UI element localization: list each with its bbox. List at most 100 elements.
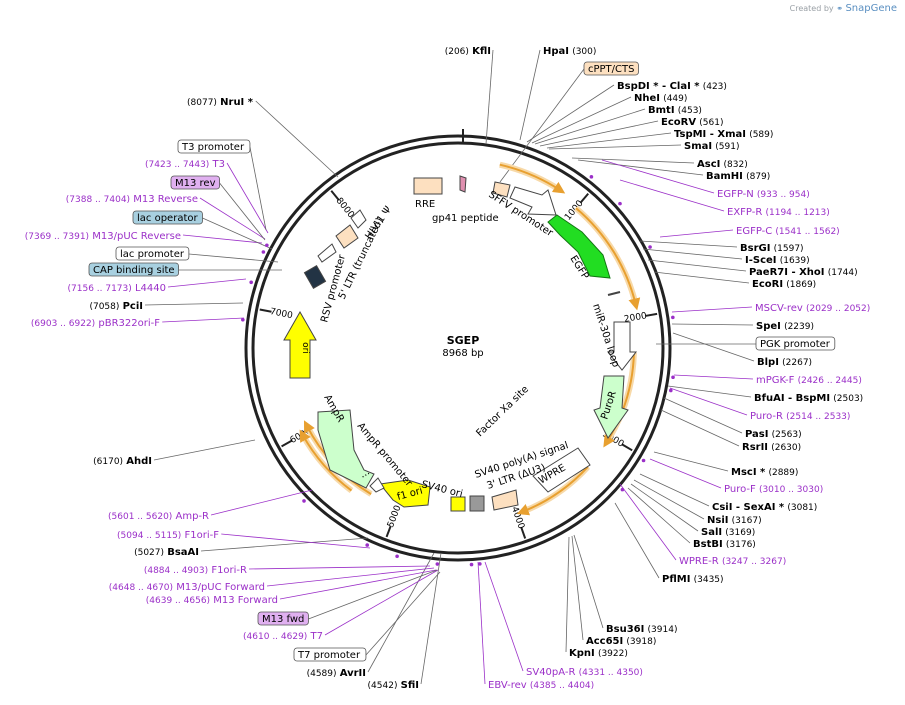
feature-box-cap-binding-site[interactable]: CAP binding site bbox=[88, 262, 179, 277]
site-sali[interactable]: SalI (3169) bbox=[701, 527, 755, 538]
site-ecorv[interactable]: EcoRV (561) bbox=[661, 117, 723, 128]
feature-label-ori: ori bbox=[300, 342, 310, 354]
primer-f1ori-r[interactable]: (4884 .. 4903) F1ori-R bbox=[144, 565, 247, 576]
primer-amp-r[interactable]: (5601 .. 5620) Amp-R bbox=[108, 511, 209, 522]
site-smai[interactable]: SmaI (591) bbox=[684, 141, 739, 152]
site-ecori[interactable]: EcoRI (1869) bbox=[752, 279, 816, 290]
feature-box-m13-rev[interactable]: M13 rev bbox=[170, 175, 220, 190]
site-tspmi-xmai[interactable]: TspMI - XmaI (589) bbox=[674, 129, 773, 140]
site-label-ecori: EcoRI (1869) bbox=[752, 279, 816, 290]
site-i-scei[interactable]: I-SceI (1639) bbox=[745, 255, 810, 266]
site-acc65i[interactable]: Acc65I (3918) bbox=[586, 636, 656, 647]
site-hpai[interactable]: HpaI (300) bbox=[543, 46, 596, 57]
feature-box-pgk-promoter[interactable]: PGK promoter bbox=[755, 336, 836, 351]
primer-wpre-r[interactable]: WPRE-R (3247 .. 3267) bbox=[679, 556, 786, 567]
feature-box-label: M13 rev bbox=[175, 178, 216, 189]
primer-mscv-rev[interactable]: MSCV-rev (2029 .. 2052) bbox=[755, 303, 870, 314]
site-nsii[interactable]: NsiI (3167) bbox=[707, 515, 762, 526]
primer-sv40pa-r[interactable]: SV40pA-R (4331 .. 4350) bbox=[526, 667, 643, 678]
site-nrui[interactable]: (8077) NruI * bbox=[187, 97, 254, 108]
site-bspdi-clai[interactable]: BspDI * - ClaI * (423) bbox=[617, 81, 727, 92]
primer-m13-forward[interactable]: (4639 .. 4656) M13 Forward bbox=[146, 595, 278, 606]
primer-range: (1194 .. 1213) bbox=[765, 208, 829, 218]
ampr-promoter-arrow bbox=[369, 477, 385, 493]
wpre-arrow bbox=[532, 447, 591, 493]
site-pflmi[interactable]: PflMI (3435) bbox=[662, 574, 724, 585]
site-asci[interactable]: AscI (832) bbox=[697, 159, 748, 170]
site-rsrii[interactable]: RsrII (2630) bbox=[742, 442, 801, 453]
site-csii-sexai[interactable]: CsiI - SexAI * (3081) bbox=[712, 502, 817, 513]
primer-exfp-r[interactable]: EXFP-R (1194 .. 1213) bbox=[727, 207, 830, 218]
primer-label-mscv-rev: MSCV-rev (2029 .. 2052) bbox=[755, 303, 870, 314]
feature-box-t3-promoter[interactable]: T3 promoter bbox=[177, 139, 251, 154]
feature-box-t7-promoter[interactable]: T7 promoter bbox=[293, 647, 367, 662]
site-position: (2889) bbox=[768, 468, 798, 478]
site-pasi[interactable]: PasI (2563) bbox=[745, 429, 802, 440]
primer-line-egfp-n bbox=[601, 159, 715, 194]
site-name: BspDI * - ClaI * bbox=[617, 81, 700, 92]
feature-box-bg bbox=[88, 262, 179, 277]
site-kpni[interactable]: KpnI (3922) bbox=[569, 648, 628, 659]
primer-egfp-n[interactable]: EGFP-N (933 .. 954) bbox=[717, 189, 810, 200]
primer-m13-puc-reverse[interactable]: (7369 .. 7391) M13/pUC Reverse bbox=[25, 231, 181, 242]
primer-t3[interactable]: (7423 .. 7443) T3 bbox=[145, 159, 225, 170]
primer-l4440[interactable]: (7156 .. 7173) L4440 bbox=[68, 283, 167, 294]
site-line-bspdi-clai bbox=[526, 84, 615, 143]
site-bsaai[interactable]: (5027) BsaAI bbox=[134, 547, 199, 558]
site-position: (591) bbox=[715, 142, 739, 152]
site-bsu36i[interactable]: Bsu36I (3914) bbox=[606, 624, 677, 635]
primer-name: WPRE-R bbox=[679, 556, 719, 567]
primer-name: T3 bbox=[212, 159, 225, 170]
feature-box-bg bbox=[177, 139, 251, 154]
primer-puro-f[interactable]: Puro-F (3010 .. 3030) bbox=[724, 484, 823, 495]
primer-pbr322ori-f[interactable]: (6903 .. 6922) pBR322ori-F bbox=[31, 318, 160, 329]
site-line-bamhi bbox=[577, 159, 704, 176]
primer-egfp-c[interactable]: EGFP-C (1541 .. 1562) bbox=[736, 226, 840, 237]
site-paer7i-xhoi[interactable]: PaeR7I - XhoI (1744) bbox=[749, 267, 858, 278]
primer-mark-8 bbox=[478, 562, 482, 566]
site-bamhi[interactable]: BamHI (879) bbox=[706, 171, 770, 182]
primer-mpgk-f[interactable]: mPGK-F (2426 .. 2445) bbox=[756, 375, 862, 386]
primer-ebv-rev[interactable]: EBV-rev (4385 .. 4404) bbox=[488, 680, 594, 691]
site-name: Bsu36I bbox=[606, 624, 644, 635]
site-bsrgi[interactable]: BsrGI (1597) bbox=[740, 243, 804, 254]
site-bstbi[interactable]: BstBI (3176) bbox=[693, 539, 756, 550]
primer-label-amp-r: (5601 .. 5620) Amp-R bbox=[108, 511, 209, 522]
feature-box-lac-promoter[interactable]: lac promoter bbox=[115, 246, 190, 261]
feature-box-line-cppt-cts bbox=[499, 68, 585, 183]
primer-puro-r[interactable]: Puro-R (2514 .. 2533) bbox=[750, 411, 850, 422]
site-kfli[interactable]: (206) KflI bbox=[445, 46, 491, 57]
site-spei[interactable]: SpeI (2239) bbox=[756, 321, 814, 332]
primer-label-m13-puc-forward: (4648 .. 4670) M13/pUC Forward bbox=[109, 582, 265, 593]
primer-m13-puc-forward[interactable]: (4648 .. 4670) M13/pUC Forward bbox=[109, 582, 265, 593]
site-ahdi[interactable]: (6170) AhdI bbox=[93, 456, 152, 467]
primer-t7[interactable]: (4610 .. 4629) T7 bbox=[243, 631, 323, 642]
primer-f1ori-f[interactable]: (5094 .. 5115) F1ori-F bbox=[117, 530, 219, 541]
feature-box-m13-fwd[interactable]: M13 fwd bbox=[257, 611, 309, 626]
primer-range: (5601 .. 5620) bbox=[108, 512, 172, 522]
primer-m13-reverse[interactable]: (7388 .. 7404) M13 Reverse bbox=[66, 194, 198, 205]
site-msci[interactable]: MscI * (2889) bbox=[731, 467, 798, 478]
feature-box-label: PGK promoter bbox=[760, 339, 831, 350]
feature-box-cppt-cts[interactable]: cPPT/CTS bbox=[583, 61, 639, 76]
primer-mark-12 bbox=[365, 543, 370, 547]
site-blpi[interactable]: BlpI (2267) bbox=[757, 357, 812, 368]
egfp-arrow bbox=[547, 214, 611, 279]
site-avrii[interactable]: (4589) AvrII bbox=[307, 668, 366, 679]
site-name: BmtI bbox=[648, 105, 675, 116]
primer-line-l4440 bbox=[167, 278, 247, 288]
site-nhei[interactable]: NheI (449) bbox=[634, 93, 687, 104]
site-sfii[interactable]: (4542) SfiI bbox=[368, 680, 419, 691]
primer-name: F1ori-F bbox=[185, 530, 220, 541]
site-bfuai-bspmi[interactable]: BfuAI - BspMI (2503) bbox=[754, 393, 863, 404]
feature-box-lac-operator[interactable]: lac operator bbox=[132, 210, 203, 225]
site-label-kfli: (206) KflI bbox=[445, 46, 491, 57]
tick-label-5000: 5000 bbox=[386, 504, 404, 529]
primer-mark-16 bbox=[261, 250, 266, 254]
site-pcii[interactable]: (7058) PciI bbox=[89, 301, 143, 312]
site-bmti[interactable]: BmtI (453) bbox=[648, 105, 702, 116]
site-position: (879) bbox=[746, 172, 770, 182]
site-label-bsaai: (5027) BsaAI bbox=[134, 547, 199, 558]
site-label-kpni: KpnI (3922) bbox=[569, 648, 628, 659]
